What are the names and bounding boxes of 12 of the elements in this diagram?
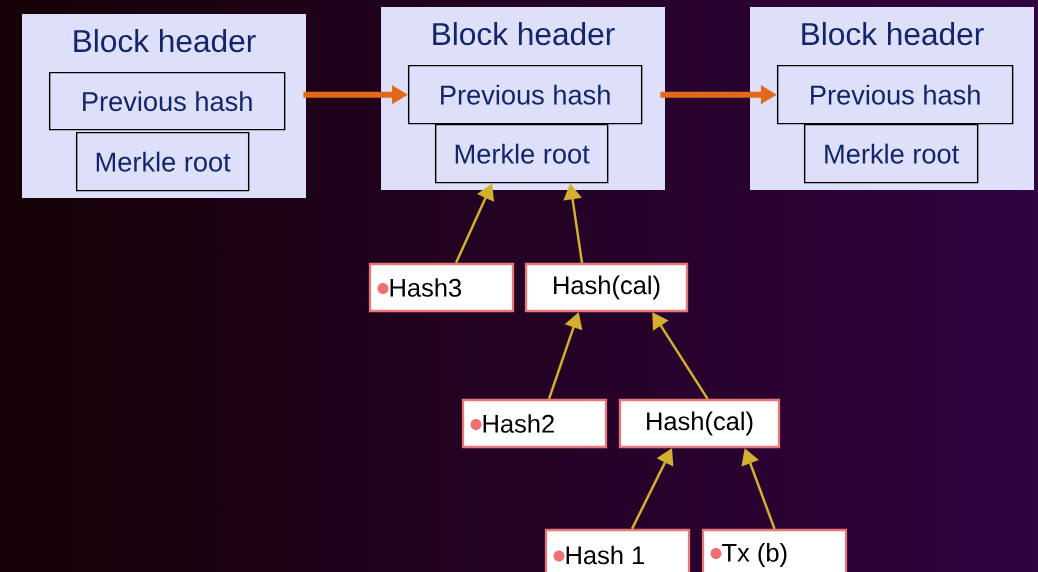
hash-box: Hash2 xyxy=(461,398,608,449)
hash-box: Tx (b) xyxy=(701,528,848,572)
field-box: Merkle root xyxy=(75,131,250,192)
field-box: Merkle root xyxy=(434,123,609,184)
hash-box: Hash(cal) xyxy=(618,398,781,449)
field-box: Merkle root xyxy=(803,123,979,184)
hash-box: Hash3 xyxy=(368,262,515,313)
field-box: Previous hash xyxy=(407,64,643,125)
field-box: Previous hash xyxy=(48,71,286,131)
hash-box: Hash 1 xyxy=(544,528,691,572)
hash-box: Hash(cal) xyxy=(524,262,689,313)
field-box: Previous hash xyxy=(776,64,1014,125)
